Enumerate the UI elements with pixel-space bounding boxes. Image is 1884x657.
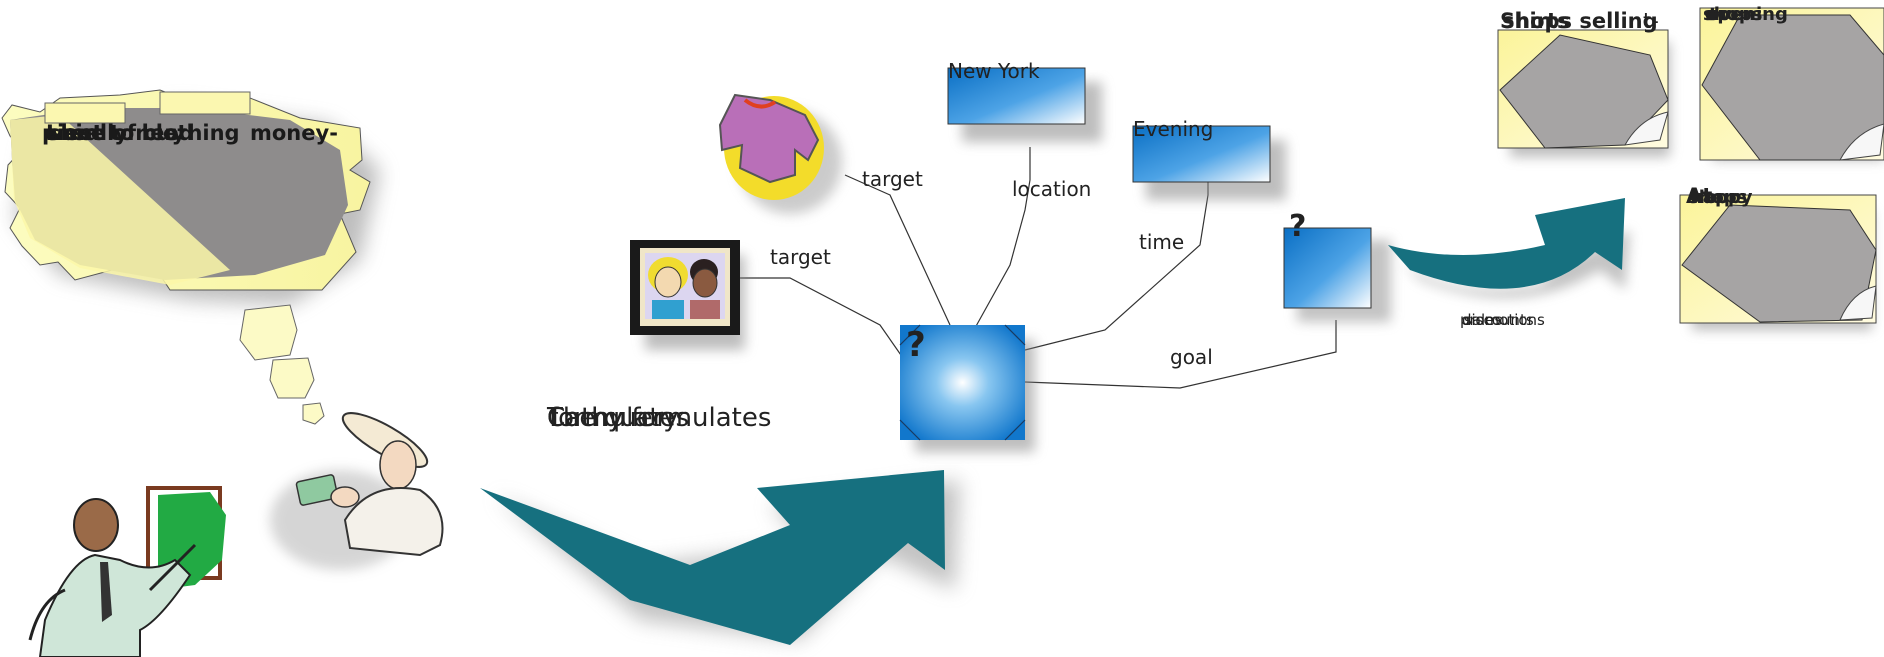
big-arrow [480,470,960,645]
thought-text: I really need [46,121,194,145]
location-node-label: New York [948,59,1040,83]
woman-head [379,440,417,490]
result-note-1: Shops selling shirts t- [1497,9,1670,157]
below-arrow-text: sales [1464,311,1502,329]
woman-with-money-icon [270,412,444,570]
thought-bubble-tab2 [159,91,251,115]
note2-gray [1701,14,1884,161]
center-node-bevel [1004,419,1026,441]
presenter-icon [28,486,226,657]
goal-node-box [1283,227,1372,309]
center-node-bevel [899,324,921,346]
note3-curl [1839,285,1877,321]
center-node-bevel [1004,324,1026,346]
thought-text: money- [250,121,338,145]
presenter-collar [28,588,66,641]
friend-body-left [652,300,684,319]
center-node-shape [900,325,1025,440]
thought-bubble-highlight [10,115,230,285]
note1-text: shirts [1502,9,1570,33]
presenter-head [73,498,119,552]
result-note-3: At shops happy hour [1679,184,1877,330]
edge-target-friends [740,277,904,359]
location-node-box [947,67,1086,125]
note3-text: hour [1692,187,1739,208]
edge-location [974,147,1031,329]
time-node: Evening [1132,117,1286,200]
time-node-box [1132,125,1271,183]
query-caption: Cathy [547,403,623,433]
presenter-pointer [148,543,197,592]
query-caption: The query [546,403,679,433]
note1-text: Shops selling [1500,9,1658,33]
thought-bubble-dot3 [302,402,325,425]
center-node-marker: ? [906,325,926,365]
small-arrow [1388,198,1630,298]
shirt-collar [743,98,777,109]
small-arrow-shadow [1400,230,1630,298]
note1-text: t- [1643,9,1659,33]
note2-curl [1839,123,1884,161]
edge-label-location: location [1012,177,1091,201]
friend-face-left [654,266,682,298]
edge-label-target-friends: target [770,245,831,269]
money-bills [295,474,339,506]
edge-target-shirt [844,174,951,326]
location-node: New York [947,59,1102,142]
note3-text: shops [1688,187,1748,208]
note1-curl [1624,111,1669,146]
thought-text: shirt [48,121,103,145]
note2-text: shops [1703,4,1763,25]
query-caption: formulates [549,403,689,433]
note3-text: happy [1690,187,1753,208]
woman-body [343,487,444,557]
below-arrow-text: promotions [1460,311,1545,329]
woman-hands [330,486,360,508]
edge-label-goal: goal [1170,345,1213,369]
edge-goal [1024,320,1337,389]
center-node-bevel [899,419,921,441]
time-node-label: Evening [1133,117,1213,141]
shirt-icon [718,93,842,214]
thought-bubble-dot1 [239,304,298,361]
thought-bubble-dot2 [269,357,315,399]
presenter-body [38,553,192,657]
goal-node: ? [1283,209,1391,322]
edge-label-time: time [1139,230,1184,254]
edge-label-target-shirt: target [862,167,923,191]
presenter-tie [100,562,112,622]
note1-gray [1499,34,1669,149]
thought-bubble-tab1 [44,102,126,124]
friends-photo-icon [630,240,745,350]
thought-bubble: piece of clothing want to buy I really n… [1,89,380,425]
big-arrow-shape [480,470,945,645]
note2-text: open [1705,4,1755,25]
center-query-node: ? [899,324,1035,452]
note3-text: At [1686,184,1712,208]
note3-gray [1681,204,1877,323]
thought-text: want to buy [44,121,186,145]
query-caption: Cathy formulates [547,403,771,433]
edge-time [1024,180,1209,351]
friend-body-right [690,300,720,319]
small-arrow-shape [1388,198,1625,289]
thought-text: piece of clothing [42,121,240,145]
result-note-2: shops open evening to [1699,4,1884,161]
shirt-shape [718,93,820,184]
goal-node-marker: ? [1289,209,1306,244]
note2-text: evening [1707,4,1788,25]
note2-text: to [1709,4,1730,25]
friend-face-right [692,268,718,298]
below-arrow-text: discounts [1462,311,1534,329]
